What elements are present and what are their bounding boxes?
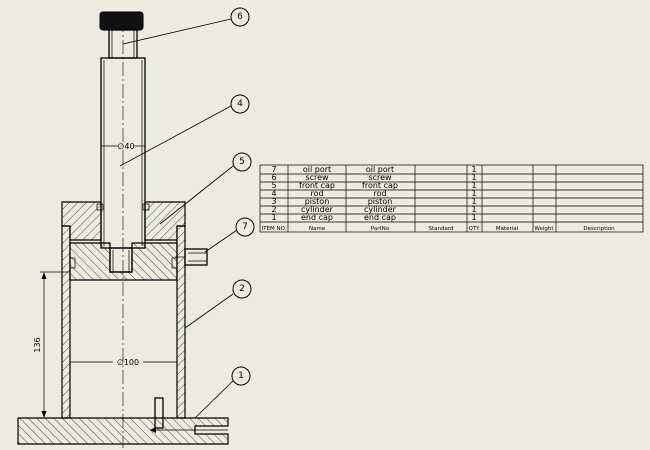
stroke-length-label: 136	[33, 337, 42, 352]
bom-header-weight: Weight	[534, 226, 554, 232]
bom-item-no: 6	[271, 173, 276, 182]
bom-row: 3 piston piston 1	[271, 197, 476, 206]
bom-qty: 1	[471, 173, 476, 182]
bom-qty: 1	[471, 205, 476, 214]
balloon-6[interactable]: 6	[230, 7, 250, 27]
bom-header-qty: QTY	[468, 226, 480, 232]
oil-port-part	[175, 248, 208, 266]
balloon-2[interactable]: 2	[232, 279, 252, 299]
balloon-7-label: 7	[242, 222, 248, 232]
bom-header-description: Description	[583, 226, 615, 232]
balloon-1-label: 1	[238, 371, 244, 381]
stroke-dimension: 136	[33, 271, 70, 419]
bom-part-no: end cap	[364, 213, 396, 222]
piston-part	[69, 242, 178, 281]
bom-name: rod	[310, 189, 323, 198]
bom-item-no: 5	[271, 181, 276, 190]
bom-part-no: piston	[368, 197, 393, 206]
bom-qty: 1	[471, 197, 476, 206]
bom-row: 7 oil port oil port 1	[271, 165, 476, 174]
bom-name: front cap	[299, 181, 335, 190]
bom-name: end cap	[301, 213, 333, 222]
bom-name: cylinder	[301, 205, 334, 214]
bom-row: 4 rod rod 1	[271, 189, 476, 198]
balloon-1[interactable]: 1	[231, 366, 251, 386]
balloon-4-label: 4	[237, 99, 243, 109]
bom-part-no: front cap	[362, 181, 398, 190]
balloon-5-label: 5	[239, 157, 245, 167]
bom-header-material: Material	[496, 226, 519, 232]
bom-name: piston	[305, 197, 330, 206]
bom-header-name: Name	[309, 226, 326, 232]
bom-name: screw	[305, 173, 329, 182]
balloon-4[interactable]: 4	[230, 94, 250, 114]
bom-qty: 1	[471, 189, 476, 198]
front-cap-part	[61, 201, 186, 241]
bom-part-no: screw	[368, 173, 392, 182]
bom-qty: 1	[471, 181, 476, 190]
bom-part-no: oil port	[366, 165, 394, 174]
bill-of-materials-table: 7 oil port oil port 1 6 screw screw 1 5 …	[259, 164, 644, 233]
bom-row: 6 screw screw 1	[271, 173, 476, 182]
balloon-callouts: 6 4 5 7 2 1	[119, 7, 255, 419]
balloon-6-label: 6	[237, 12, 243, 22]
bom-header-standard: Standard	[428, 226, 453, 232]
bom-qty: 1	[471, 213, 476, 222]
screw-part	[99, 11, 144, 59]
bom-part-no: cylinder	[364, 205, 397, 214]
bom-header-item-no: ITEM NO.	[262, 226, 287, 232]
balloon-2-label: 2	[239, 284, 245, 294]
bom-part-no: rod	[373, 189, 386, 198]
bom-name: oil port	[303, 165, 331, 174]
bom-item-no: 4	[271, 189, 276, 198]
bom-row: 2 cylinder cylinder 1	[271, 205, 476, 214]
bom-qty: 1	[471, 165, 476, 174]
end-cap-part	[17, 397, 229, 445]
bom-item-no: 3	[271, 197, 276, 206]
rod-diameter-label: ∅40	[117, 142, 134, 151]
bom-header-part-no: PartNo	[371, 226, 390, 232]
balloon-7[interactable]: 7	[235, 217, 255, 237]
bom-header-row: ITEM NO. Name PartNo Standard QTY Materi…	[262, 226, 616, 232]
bom-row: 1 end cap end cap 1	[271, 213, 476, 222]
bom-item-no: 7	[271, 165, 276, 174]
balloon-5[interactable]: 5	[232, 152, 252, 172]
bore-diameter-label: ∅100	[117, 358, 139, 367]
bom-item-no: 2	[271, 205, 276, 214]
bom-item-no: 1	[271, 213, 276, 222]
bom-row: 5 front cap front cap 1	[271, 181, 476, 190]
